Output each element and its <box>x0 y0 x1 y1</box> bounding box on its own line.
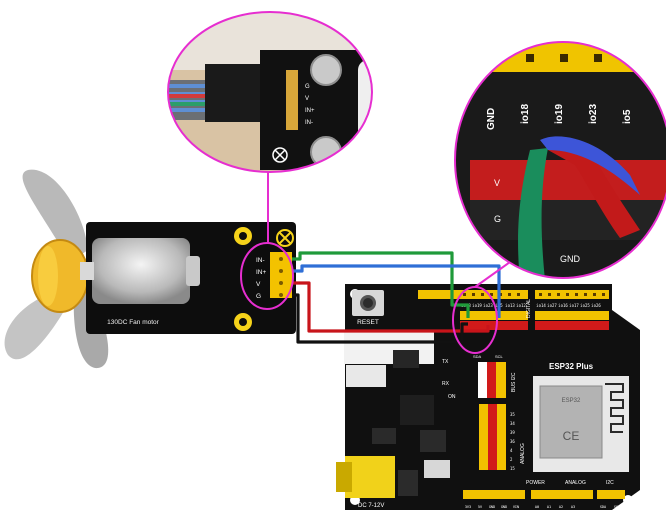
pin-label: 2 <box>510 457 513 462</box>
zoom-pin-label: io5 <box>622 109 633 124</box>
pin-label: 4 <box>510 448 513 453</box>
board-name: ESP32 Plus <box>549 362 594 371</box>
zoom-fan-module-pins: G V IN+ IN- <box>167 11 373 173</box>
pin-label: V <box>256 281 261 288</box>
i2c-label: I2C <box>606 480 614 486</box>
scl-label: SCL <box>495 354 504 359</box>
analog-label: ANALOG <box>520 443 526 464</box>
bottom-header <box>463 490 625 499</box>
pin-label: 15 <box>510 466 515 471</box>
pin-label: A0 <box>535 505 539 509</box>
jumper-wires <box>292 251 501 344</box>
fan-module-caption: 130DC Fan motor <box>107 319 159 326</box>
pin-label: A1 <box>547 505 551 509</box>
pin-label: 35 <box>510 412 515 417</box>
pin-label: io16 <box>558 303 568 308</box>
pin-label: GND <box>489 505 495 509</box>
fan-motor-module: 130DC Fan motor IN- IN+ V G <box>80 222 296 334</box>
callout-lines <box>240 168 511 354</box>
pin-label: io25 <box>580 303 590 308</box>
zoom-board-pins: GND io18 io19 io23 io5 V G GND <box>454 41 666 279</box>
pin-label: io27 <box>547 303 557 308</box>
fan-logo-icon <box>276 229 294 247</box>
pin-label: 36 <box>510 439 515 444</box>
zoom-side-label: V <box>494 178 500 188</box>
serial-chip <box>400 395 434 425</box>
pin-label: io26 <box>591 303 601 308</box>
pin-label: SCL <box>614 505 620 509</box>
digital-label: DIGITAL <box>526 299 532 318</box>
analog-header <box>479 404 506 470</box>
zoom-pin-label: V <box>305 96 309 102</box>
pin-label: io17 <box>569 303 579 308</box>
pin-label: SDA <box>600 505 607 509</box>
zoom-pin-label: io23 <box>588 104 599 124</box>
top-digital-header <box>418 290 609 330</box>
wire-black <box>292 293 468 344</box>
zoom-fan-logo-icon <box>272 147 288 163</box>
zoom-pin-label: io19 <box>554 104 565 124</box>
pin-label: io13 <box>505 303 515 308</box>
rx-label: RX <box>442 381 450 387</box>
analog-pin-labels: 35 34 39 36 4 2 15 <box>510 412 515 471</box>
zoom-side-label: G <box>494 214 501 224</box>
i2c-header <box>478 362 506 398</box>
wire-blue <box>292 264 501 318</box>
bus-i2c-label: BUS I2C <box>511 372 517 392</box>
wire-green <box>292 251 470 318</box>
bottom-pin-labels: 3V3 5V GND GND VIN A0 A1 A2 A3 SDA SCL <box>465 505 620 509</box>
analog-bottom-label: ANALOG <box>565 480 586 486</box>
pin-label: GND <box>501 505 507 509</box>
pin-label: A2 <box>559 505 563 509</box>
pin-label: 3V3 <box>465 505 471 509</box>
pin-label: IN+ <box>256 269 267 276</box>
svg-text:CE: CE <box>563 429 580 443</box>
reset-label: RESET <box>357 319 379 326</box>
pin-label: io23 <box>483 303 493 308</box>
pin-label: IN- <box>256 257 265 264</box>
usb-chip <box>393 350 419 368</box>
zoom-pin-label: io18 <box>520 104 531 124</box>
pin-label: io14 <box>536 303 546 308</box>
zoom-bottom-label: GND <box>560 254 581 264</box>
pin-label: 39 <box>510 430 515 435</box>
pin-label: 5V <box>478 505 483 509</box>
wire-red <box>292 281 490 333</box>
esp32-module: ESP32 CE <box>533 376 629 472</box>
fan-module-pin-labels: IN- IN+ V G <box>256 257 267 300</box>
zoom-pin-label: GND <box>486 108 497 130</box>
tx-label: TX <box>442 359 449 365</box>
pin-label: 34 <box>510 421 515 426</box>
esp32-plus-board: RESET io18 io19 io23 <box>336 284 640 510</box>
reset-button[interactable] <box>352 290 384 316</box>
power-label: POWER <box>526 480 545 486</box>
pin-label: VIN <box>513 505 519 509</box>
pin-label: io12 <box>516 303 526 308</box>
on-label: ON <box>448 394 456 400</box>
pin-label: io19 <box>472 303 482 308</box>
pin-label: A3 <box>571 505 575 509</box>
zoom-pin-label: G <box>305 84 310 90</box>
zoom-pin-label: IN- <box>305 120 313 126</box>
power-jack-label: DC 7-12V <box>358 503 384 509</box>
pin-label: G <box>256 293 261 300</box>
power-jack <box>336 456 395 498</box>
zoom-pin-label: IN+ <box>305 108 315 114</box>
svg-text:ESP32: ESP32 <box>562 398 581 404</box>
sda-label: SDA <box>473 354 482 359</box>
dc-motor <box>92 238 190 304</box>
